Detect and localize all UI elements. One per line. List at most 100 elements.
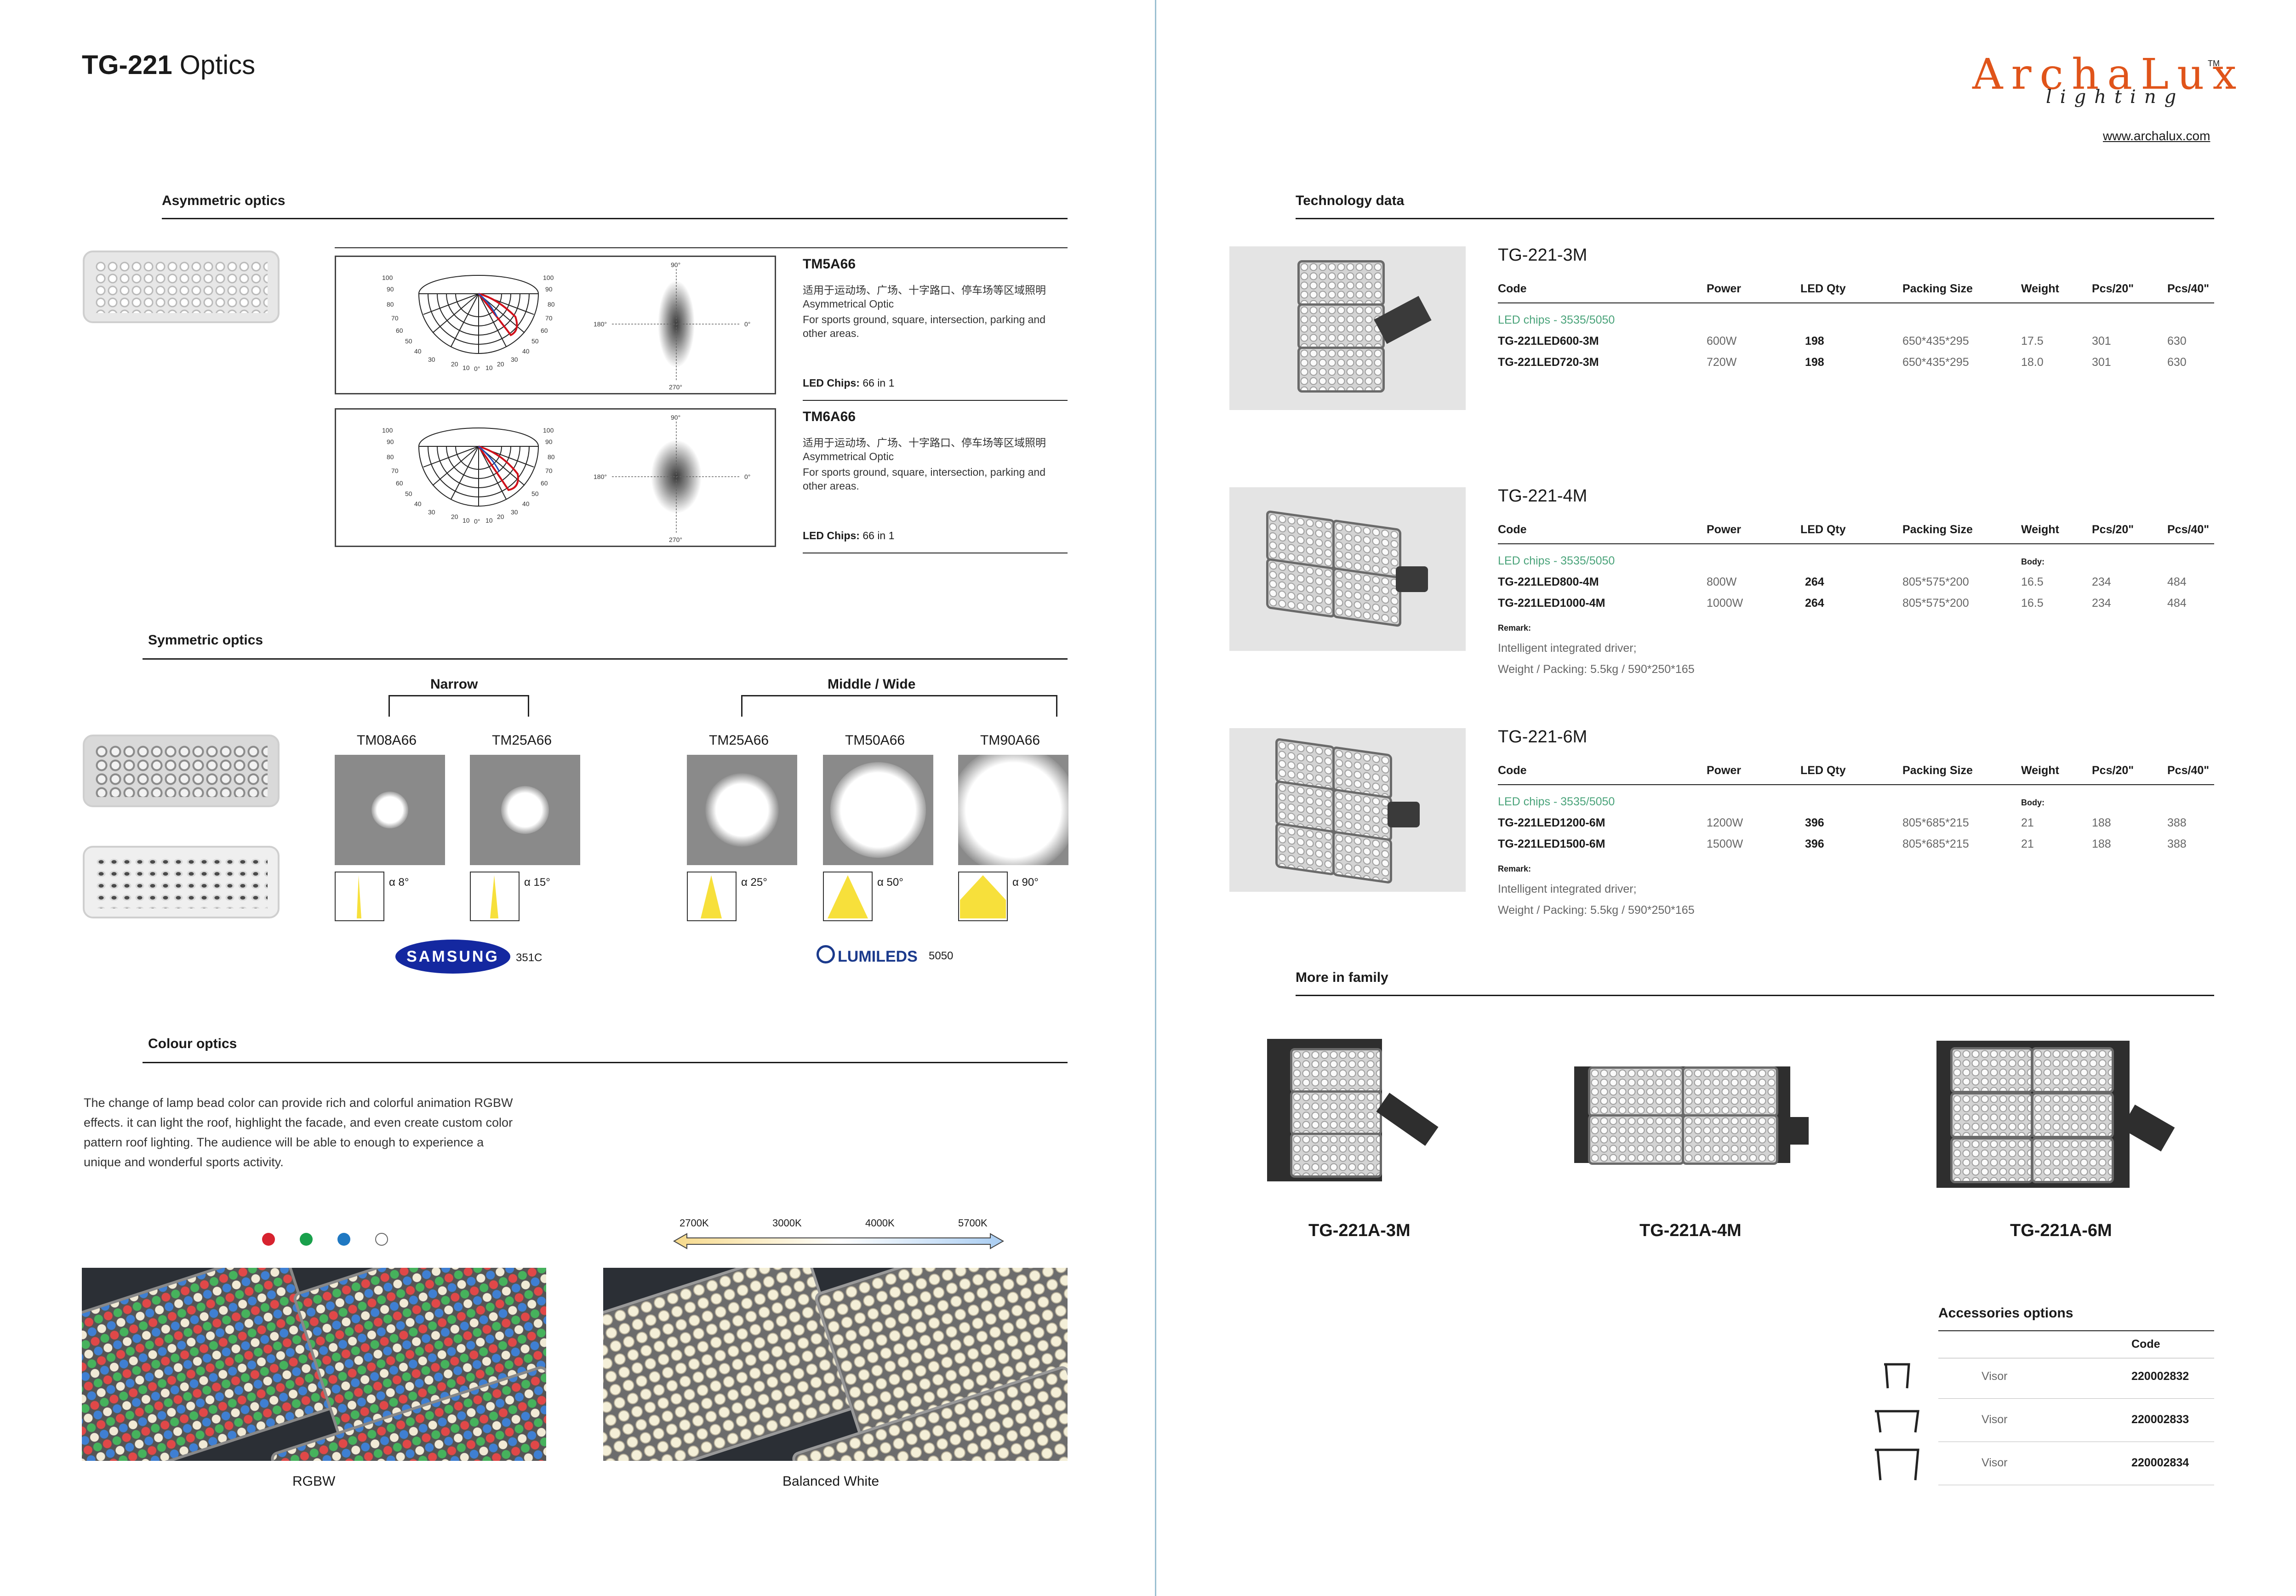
accessory-name: Visor (1982, 1370, 2008, 1383)
col-packing: Packing Size (1902, 523, 1973, 536)
svg-text:60: 60 (541, 327, 548, 334)
svg-text:100: 100 (543, 274, 554, 281)
body-label: Body: (2021, 557, 2045, 566)
row-pcs40: 484 (2167, 597, 2187, 610)
col-pcs40: Pcs/40" (2167, 523, 2210, 536)
svg-text:20: 20 (497, 513, 504, 520)
row-power: 1500W (1707, 838, 1743, 850)
technology-rule (1296, 218, 2214, 219)
svg-text:0°: 0° (744, 473, 750, 480)
asymmetric-module-image (83, 251, 280, 323)
accessory-name: Visor (1982, 1456, 2008, 1469)
family-image-4m (1570, 1057, 1809, 1168)
isolux-chart: 90°180°0°270° (594, 414, 750, 543)
product-name: TG-221-3M (1498, 245, 1588, 265)
col-pcs20: Pcs/20" (2092, 523, 2134, 536)
cct-arrow (673, 1233, 1004, 1249)
row-code: TG-221LED800-4M (1498, 576, 1599, 588)
row-pcs40: 388 (2167, 816, 2187, 829)
row-weight: 18.0 (2021, 356, 2044, 369)
iso-top-label: 90° (671, 261, 680, 268)
row-pcs20: 188 (2092, 816, 2111, 829)
row-power: 600W (1707, 335, 1737, 348)
table-rule (1498, 543, 2214, 544)
row-pack: 650*435*295 (1902, 335, 1969, 348)
beam-angle: α 15° (524, 876, 550, 889)
row-pcs20: 188 (2092, 838, 2111, 850)
svg-text:50: 50 (531, 337, 539, 345)
col-packing: Packing Size (1902, 764, 1973, 777)
row-pack: 805*685*215 (1902, 816, 1969, 829)
row-weight: 21 (2021, 816, 2034, 829)
svg-text:90: 90 (387, 285, 394, 293)
row-weight: 16.5 (2021, 597, 2044, 610)
bracket-wide (741, 695, 1057, 717)
beam-angle-diagram (687, 872, 737, 921)
optic-desc-3: other areas. (803, 327, 859, 339)
beam-angle-diagram (958, 872, 1008, 921)
cct-label: 5700K (958, 1217, 988, 1229)
col-pcs40: Pcs/40" (2167, 282, 2210, 295)
svg-text:30: 30 (511, 508, 518, 516)
svg-text:90°: 90° (671, 414, 680, 421)
svg-text:80: 80 (387, 453, 394, 461)
more-in-family-heading: More in family (1296, 970, 1388, 985)
optic-desc-2: For sports ground, square, intersection,… (803, 314, 1046, 325)
col-power: Power (1707, 764, 1742, 777)
chip-note: LED chips - 3535/5050 (1498, 314, 1615, 326)
svg-text:90: 90 (545, 285, 553, 293)
svg-text:40: 40 (414, 500, 422, 507)
svg-text:50: 50 (405, 337, 412, 345)
row-pack: 805*575*200 (1902, 576, 1969, 588)
row-qty: 198 (1805, 335, 1824, 348)
product-name: TG-221-4M (1498, 486, 1588, 506)
svg-text:40: 40 (522, 500, 530, 507)
page-title-rest: Optics (172, 50, 256, 80)
row-pcs40: 630 (2167, 356, 2187, 369)
page-title: TG-221 Optics (82, 50, 255, 80)
col-pcs20: Pcs/20" (2092, 282, 2134, 295)
svg-text:60: 60 (541, 479, 548, 487)
remark-label: Remark: (1498, 623, 1531, 633)
remark-note-2: Weight / Packing: 5.5kg / 590*250*165 (1498, 904, 1695, 917)
cct-label: 2700K (680, 1217, 709, 1229)
row-power: 800W (1707, 576, 1737, 588)
remark-note-1: Intelligent integrated driver; (1498, 642, 1637, 655)
symmetric-rule (143, 658, 1068, 660)
svg-text:30: 30 (428, 356, 435, 363)
beam-pattern (470, 755, 580, 865)
svg-text:60: 60 (396, 479, 403, 487)
visor-icon (1875, 1410, 1919, 1433)
col-pcs40: Pcs/40" (2167, 764, 2210, 777)
remark-label: Remark: (1498, 864, 1531, 873)
beam-angle: α 25° (741, 876, 767, 889)
col-code: Code (1498, 282, 1527, 295)
website-link[interactable]: www.archalux.com (2103, 129, 2210, 143)
svg-text:70: 70 (545, 314, 553, 322)
svg-text:180°: 180° (594, 473, 607, 480)
optic-code: TM6A66 (803, 409, 856, 424)
svg-text:80: 80 (548, 301, 555, 308)
row-pcs20: 301 (2092, 356, 2111, 369)
optic-desc-cn: 适用于运动场、广场、十字路口、停车场等区域照明 (803, 437, 1046, 449)
lumileds-chip-code: 5050 (929, 950, 954, 962)
svg-text:80: 80 (387, 301, 394, 308)
beam-pattern (687, 755, 797, 865)
row-power: 720W (1707, 356, 1737, 369)
accessory-code: 220002834 (2131, 1456, 2189, 1469)
asymmetric-rule (162, 218, 1068, 219)
accessory-row-rule (1938, 1398, 2214, 1399)
brand-sub: lighting (2046, 86, 2185, 108)
col-weight: Weight (2021, 523, 2059, 536)
svg-text:50: 50 (405, 490, 412, 497)
accessory-code: 220002832 (2131, 1370, 2189, 1383)
led-chips: LED Chips: 66 in 1 (803, 377, 895, 389)
row-code: TG-221LED1500-6M (1498, 838, 1605, 850)
optic-row-rule (335, 247, 1068, 248)
beam-angle: α 90° (1012, 876, 1039, 889)
col-led-qty: LED Qty (1800, 282, 1846, 295)
col-led-qty: LED Qty (1800, 523, 1846, 536)
balanced-white-led-photo (603, 1268, 1068, 1461)
